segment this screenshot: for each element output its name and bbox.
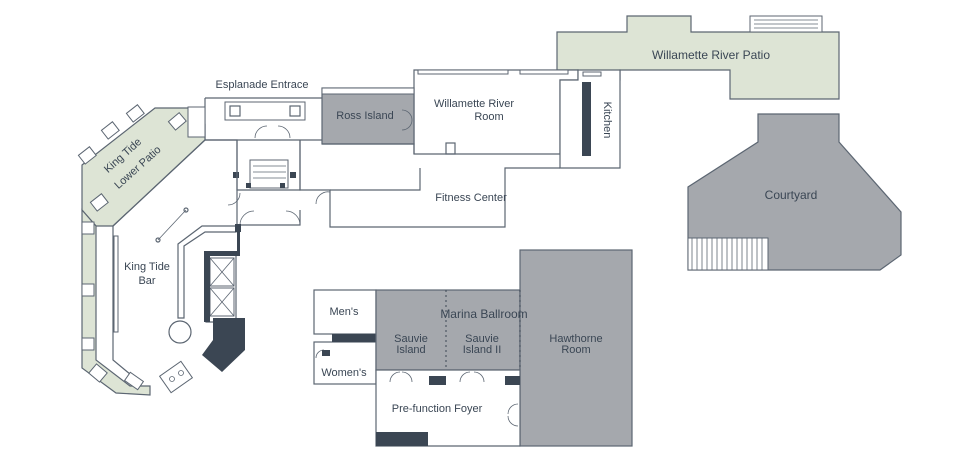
hawthorne-room-label-1: Hawthorne — [549, 333, 602, 345]
kitchen[interactable] — [559, 69, 621, 169]
restroom-wall-stub — [322, 350, 330, 356]
willamette-river-patio-label: Willamette River Patio — [652, 48, 770, 62]
willamette-river-room-label-2: Room — [474, 111, 503, 123]
prefunction-foyer-label: Pre-function Foyer — [392, 403, 483, 415]
sauvie-island-label-1: Sauvie — [394, 333, 428, 345]
bar-seating — [81, 221, 194, 394]
womens-label: Women's — [321, 367, 367, 379]
courtyard-label: Courtyard — [765, 188, 818, 202]
marina-ballroom-label: Marina Ballroom — [440, 307, 527, 321]
king-tide-bar-label-2: Bar — [138, 275, 155, 287]
patio-tables — [77, 104, 187, 212]
courtyard[interactable] — [687, 113, 902, 271]
corridor — [227, 140, 560, 228]
mens-restroom[interactable] — [313, 289, 377, 335]
restroom-wall — [332, 334, 376, 342]
hawthorne-room[interactable] — [519, 249, 633, 447]
mens-label: Men's — [330, 306, 359, 318]
hawthorne-room-label-2: Room — [561, 344, 590, 356]
sauvie-island-ii-label-1: Sauvie — [465, 333, 499, 345]
kitchen-label: Kitchen — [601, 102, 613, 139]
ross-island-label: Ross Island — [336, 110, 393, 122]
sauvie-island-label-2: Island — [396, 344, 425, 356]
fitness-center-label: Fitness Center — [435, 192, 507, 204]
prefunction-foyer[interactable] — [375, 369, 521, 447]
king-tide-bar-label-1: King Tide — [124, 261, 170, 273]
willamette-river-room-label-1: Willamette River — [434, 98, 514, 110]
esplanade-entrace-label: Esplanade Entrace — [216, 79, 309, 91]
marina-ballroom[interactable] — [375, 289, 521, 371]
sauvie-island-ii-label-2: Island II — [463, 344, 502, 356]
esplanade-entrance[interactable] — [204, 97, 322, 191]
